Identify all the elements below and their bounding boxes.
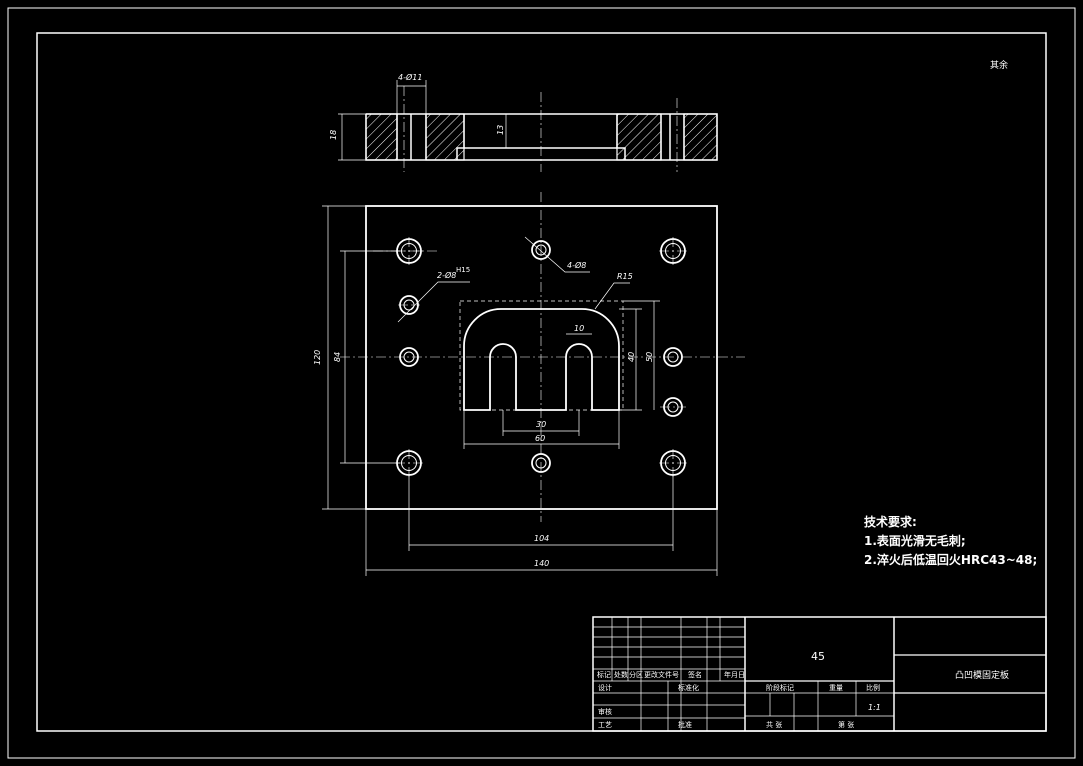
tb-review: 审核 xyxy=(598,707,612,716)
tb-h-doc: 更改文件号 xyxy=(644,670,679,679)
tb-h-sign: 签名 xyxy=(688,670,702,679)
u-slot-outline xyxy=(463,308,620,411)
dim-hole4-d11: 4-Ø11 xyxy=(398,72,422,82)
tb-h-mark: 标记 xyxy=(597,670,611,679)
dim-w30: 30 xyxy=(536,420,546,429)
dim-h50: 50 xyxy=(645,352,654,362)
dim-r15: R15 xyxy=(617,272,633,281)
dim-h40: 40 xyxy=(627,352,636,362)
tb-std: 标准化 xyxy=(678,683,699,692)
tb-stage: 阶段标记 xyxy=(766,683,794,692)
section-view: 4-Ø11 18 13 xyxy=(329,72,718,172)
inner-border xyxy=(36,32,1047,732)
tb-sheet: 第 张 xyxy=(838,720,854,729)
dim-h120: 120 xyxy=(313,350,322,365)
title-block: 标记 处数 分区 更改文件号 签名 年月日 设计 标准化 审核 工艺 批准 45… xyxy=(592,616,1047,732)
dim-hole4-d8: 4-Ø8 xyxy=(567,260,586,270)
tb-design: 设计 xyxy=(598,683,612,692)
tech-line1: 1.表面光滑无毛刺; xyxy=(864,533,966,548)
dim-hole2-d8: 2-Ø8 xyxy=(437,270,456,280)
tb-ratio: 比例 xyxy=(866,683,880,692)
outer-border xyxy=(7,7,1076,759)
tech-title: 技术要求: xyxy=(864,514,917,529)
corner-note: 其余 xyxy=(990,59,1008,71)
tb-h-date: 年月日 xyxy=(724,670,745,679)
tech-line2: 2.淬火后低温回火HRC43~48; xyxy=(864,552,1037,567)
plan-view: 2-Ø8 H15 4-Ø8 R15 10 120 84 40 50 30 xyxy=(313,192,745,576)
tb-scale: 1:1 xyxy=(868,703,881,712)
dim-depth13: 13 xyxy=(496,125,505,135)
tb-h-zone: 分区 xyxy=(629,670,643,679)
tb-part-name: 凸凹模固定板 xyxy=(955,669,1009,681)
tb-craft: 工艺 xyxy=(598,721,612,729)
tb-material: 45 xyxy=(811,650,825,663)
dim-h84: 84 xyxy=(333,352,342,362)
dim-h15-tol: H15 xyxy=(456,266,470,274)
dim-w10: 10 xyxy=(574,324,584,333)
tb-weight: 重量 xyxy=(829,684,843,692)
dim-w104: 104 xyxy=(534,534,549,543)
dim-thick18: 18 xyxy=(329,130,338,140)
tb-approve: 批准 xyxy=(678,720,692,729)
dim-w140: 140 xyxy=(534,559,549,568)
dim-w60: 60 xyxy=(535,434,545,443)
tb-total: 共 张 xyxy=(766,720,782,729)
tb-h-count: 处数 xyxy=(614,670,628,679)
